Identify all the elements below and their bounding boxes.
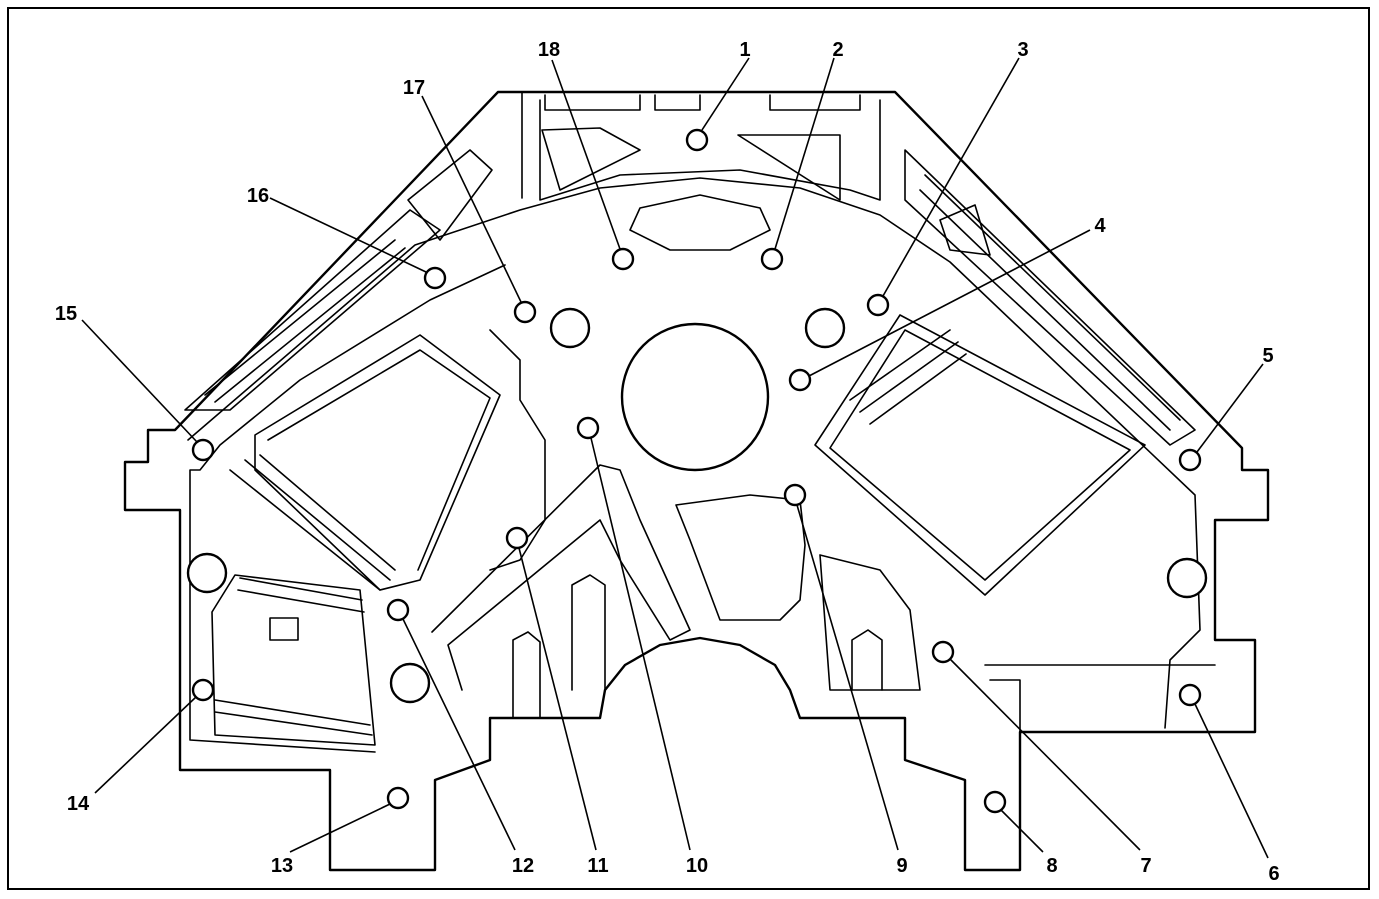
left-rib-upper <box>184 209 441 411</box>
callout-label-16: 16 <box>247 185 269 207</box>
right-rib-triangle <box>939 204 991 256</box>
center-left-web <box>431 464 691 691</box>
bolt-hole-4 <box>788 368 812 392</box>
callout-label-9: 9 <box>896 855 907 877</box>
bolt-hole-16 <box>423 266 447 290</box>
callout-label-3: 3 <box>1017 39 1028 61</box>
left-window-inner <box>267 349 491 571</box>
top-slot-3 <box>769 94 861 111</box>
right-diagonal-ribs <box>849 329 967 425</box>
right-rib-channel <box>919 174 1181 431</box>
bolt-hole-18 <box>611 247 635 271</box>
leader-4 <box>808 229 1091 377</box>
block-outline <box>123 90 1270 872</box>
leader-10 <box>590 437 691 851</box>
leader-11 <box>518 547 597 851</box>
bottom-right-step <box>984 664 1216 733</box>
callout-label-4: 4 <box>1094 215 1106 237</box>
side-hole-left <box>186 552 228 594</box>
bolt-hole-8 <box>983 790 1007 814</box>
leader-6 <box>1194 703 1269 859</box>
callout-label-17: 17 <box>403 77 425 99</box>
side-hole-right <box>1166 557 1208 599</box>
callout-label-13: 13 <box>271 855 293 877</box>
lower-left-pocket-ribs <box>214 577 373 736</box>
lower-left-pocket <box>211 574 376 746</box>
top-rib <box>521 91 881 201</box>
leader-5 <box>1196 363 1264 453</box>
callout-label-10: 10 <box>686 855 708 877</box>
leader-2 <box>774 57 835 250</box>
bolt-hole-2 <box>760 247 784 271</box>
bolt-hole-1 <box>685 128 709 152</box>
bolt-hole-17 <box>513 300 537 324</box>
center-web-line <box>489 329 546 571</box>
bolt-hole-3 <box>866 293 890 317</box>
top-slot-2 <box>654 94 701 111</box>
callout-label-15: 15 <box>55 303 77 325</box>
left-rib-channel <box>204 239 406 403</box>
left-diagonal-ribs <box>229 454 396 591</box>
leader-7 <box>949 658 1141 851</box>
leader-9 <box>796 504 899 851</box>
left-window <box>254 334 501 591</box>
bolt-hole-5 <box>1178 448 1202 472</box>
top-pocket-center <box>629 194 771 251</box>
leader-1 <box>701 57 750 131</box>
bolt-hole-7 <box>931 640 955 664</box>
leader-18 <box>551 59 621 250</box>
left-web-outline <box>189 264 506 753</box>
right-window <box>814 314 1146 596</box>
top-pocket-right <box>737 134 841 201</box>
bolt-hole-6 <box>1178 683 1202 707</box>
bolt-hole-11 <box>505 526 529 550</box>
right-lower-web <box>819 554 921 691</box>
crankshaft-bore <box>620 322 770 472</box>
inner-web-outline <box>187 177 1201 729</box>
callout-label-6: 6 <box>1268 863 1279 885</box>
center-right-web <box>675 494 806 621</box>
leader-lines <box>81 57 1269 859</box>
bolt-hole-14 <box>191 678 215 702</box>
leader-15 <box>81 319 198 443</box>
bolt-hole-15 <box>191 438 215 462</box>
callout-labels: 1 2 3 4 5 6 7 8 9 10 11 12 13 14 15 16 1… <box>55 39 1280 885</box>
lower-left-slot <box>269 617 299 641</box>
bolt-hole-12 <box>386 598 410 622</box>
bolt-hole-13 <box>386 786 410 810</box>
leader-12 <box>402 618 516 851</box>
leader-16 <box>269 197 427 273</box>
left-lower-slot <box>571 574 606 691</box>
callout-label-14: 14 <box>67 793 90 815</box>
bolt-hole-10 <box>576 416 600 440</box>
leader-8 <box>1000 809 1044 853</box>
leader-13 <box>289 803 391 853</box>
top-pocket-left <box>541 127 641 191</box>
callout-label-8: 8 <box>1046 855 1057 877</box>
right-lower-slot <box>851 629 883 691</box>
callout-label-5: 5 <box>1262 345 1273 367</box>
callout-label-7: 7 <box>1140 855 1151 877</box>
callout-label-11: 11 <box>587 855 608 877</box>
top-slot-1 <box>544 94 641 111</box>
right-window-inner <box>829 329 1131 581</box>
bolt-hole-9 <box>783 483 807 507</box>
callout-label-1: 1 <box>739 39 750 61</box>
callout-label-18: 18 <box>538 39 560 61</box>
leader-14 <box>94 696 197 794</box>
dowel-hole-right <box>804 307 846 349</box>
left-small-slot <box>512 631 541 719</box>
lower-hole-left <box>389 662 431 704</box>
dowel-hole-left <box>549 307 591 349</box>
callout-label-12: 12 <box>512 855 534 877</box>
leader-17 <box>421 95 522 303</box>
right-rib-upper <box>904 149 1196 446</box>
left-rib-triangle <box>407 149 493 241</box>
callout-label-2: 2 <box>832 39 843 61</box>
leader-3 <box>882 57 1020 297</box>
